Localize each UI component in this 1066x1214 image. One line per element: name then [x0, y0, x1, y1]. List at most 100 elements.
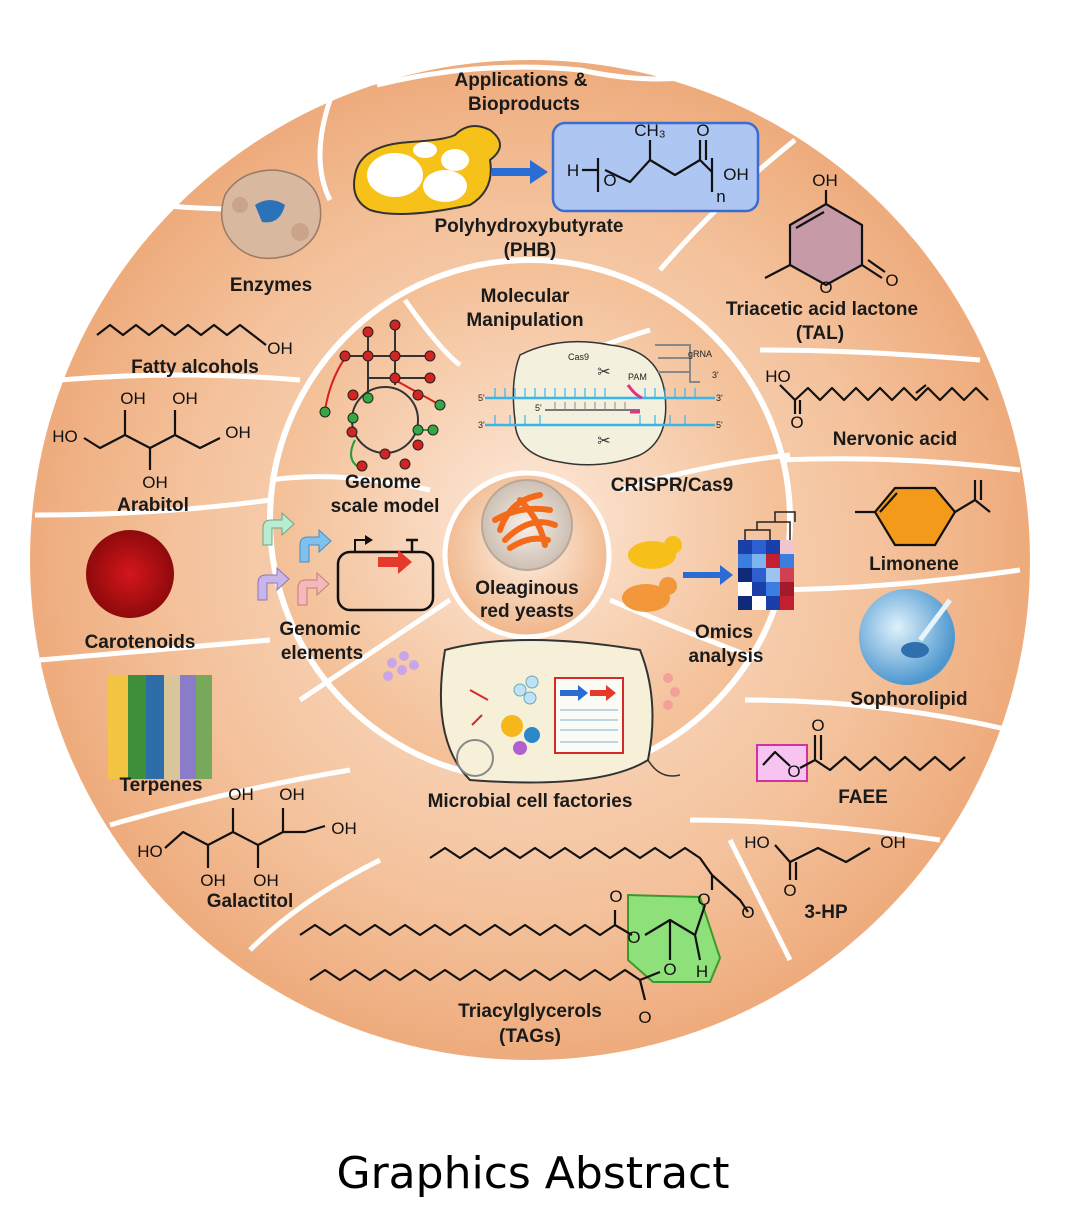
galactitol-label: Galactitol — [207, 891, 294, 912]
arabitol-oh3: OH — [225, 423, 251, 442]
phb-ch3: CH₃ — [634, 121, 665, 140]
sophorolipid-label: Sophorolipid — [850, 689, 967, 710]
tags-line2: (TAGs) — [499, 1026, 561, 1047]
arabitol-structure — [83, 410, 221, 470]
applications-line1: Applications & — [454, 70, 587, 91]
plasmid-cassette-icon — [336, 535, 435, 612]
enzyme-protein-icon — [220, 169, 322, 260]
phb-line2: (PHB) — [504, 240, 557, 261]
tag-o4: O — [741, 903, 754, 922]
phb-oh: OH — [723, 165, 749, 184]
3hp-oh: OH — [880, 833, 906, 852]
terpenes-label: Terpenes — [119, 775, 202, 796]
galactitol-oh4: OH — [200, 871, 226, 890]
limonene-structure — [855, 480, 991, 547]
galactitol-ho: HO — [137, 842, 163, 861]
tal-o-ring: O — [819, 278, 832, 297]
applications-line2: Bioproducts — [468, 94, 580, 115]
nervonic-label: Nervonic acid — [833, 429, 958, 450]
tag-o5: O — [663, 960, 676, 979]
center-label-line1: Oleaginous — [475, 578, 578, 599]
crispr-3prime-c: 3' — [712, 370, 719, 380]
3hp-o: O — [783, 881, 796, 900]
tag-o6: O — [638, 1008, 651, 1027]
faee-o1: O — [787, 762, 800, 781]
center-label-line2: red yeasts — [480, 601, 574, 622]
molecular-manipulation-line2: Manipulation — [466, 310, 583, 331]
omics-line1: Omics — [695, 622, 753, 643]
tal-line1: Triacetic acid lactone — [726, 299, 918, 320]
galactitol-oh2: OH — [279, 785, 305, 804]
crispr-cas9-tag: Cas9 — [568, 352, 589, 362]
svg-text:✂: ✂ — [597, 433, 610, 450]
phb-carbonyl-o: O — [696, 121, 709, 140]
genome-scale-model-network-icon — [319, 319, 446, 472]
phb-line1: Polyhydroxybutyrate — [435, 216, 624, 237]
petri-dish-image — [481, 479, 573, 571]
phb-structure-box — [551, 121, 760, 213]
phb-arrow-icon — [492, 160, 548, 184]
arabitol-label: Arabitol — [117, 495, 189, 516]
tag-o2: O — [627, 928, 640, 947]
arabitol-ho: HO — [52, 427, 78, 446]
limonene-label: Limonene — [869, 554, 959, 575]
tag-structure — [299, 846, 749, 1001]
tag-o1: O — [609, 887, 622, 906]
terpene-plants-image — [108, 675, 212, 779]
crispr-label: CRISPR/Cas9 — [611, 475, 734, 496]
faee-label: FAEE — [838, 787, 888, 808]
footer-title: Graphics Abstract — [336, 1148, 730, 1199]
galactitol-oh5: OH — [253, 871, 279, 890]
genome-scale-model-line1: Genome — [345, 472, 421, 493]
galactitol-oh1: OH — [228, 785, 254, 804]
microbial-label: Microbial cell factories — [428, 791, 633, 812]
omics-line2: analysis — [689, 646, 764, 667]
nervonic-acid-structure — [779, 384, 989, 414]
genome-scale-model-line2: scale model — [331, 496, 440, 517]
3hp-label: 3-HP — [804, 902, 848, 923]
galactitol-oh3: OH — [331, 819, 357, 838]
tal-line2: (TAL) — [796, 323, 844, 344]
crispr-5prime-a: 5' — [478, 393, 485, 403]
tag-h: H — [696, 962, 708, 981]
sophorolipid-image — [859, 589, 955, 685]
tal-structure — [764, 190, 886, 287]
carotenoid-powder-image — [86, 530, 174, 618]
crispr-3prime-a: 3' — [478, 420, 485, 430]
enzymes-label: Enzymes — [230, 275, 312, 296]
molecular-manipulation-line1: Molecular — [481, 286, 570, 307]
tag-o3: O — [697, 890, 710, 909]
tal-o-carbonyl: O — [885, 271, 898, 290]
yeast-cell-icon — [353, 125, 501, 215]
carotenoids-label: Carotenoids — [85, 632, 196, 653]
microbial-cell-factory-icon — [383, 639, 681, 784]
phb-h: H — [567, 161, 579, 180]
arabitol-oh4: OH — [142, 473, 168, 492]
phb-n: n — [716, 187, 725, 206]
crispr-5prime-c: 5' — [716, 420, 723, 430]
nervonic-o: O — [790, 413, 803, 432]
arabitol-oh2: OH — [172, 389, 198, 408]
crispr-grna-tag: gRNA — [688, 349, 712, 359]
tags-line1: Triacylglycerols — [458, 1001, 602, 1022]
3hp-ho: HO — [744, 833, 770, 852]
crispr-cas9-icon: ✂ ✂ — [485, 340, 715, 466]
omics-heatmap-icon — [622, 511, 796, 612]
faee-structure — [756, 735, 966, 782]
promoter-arrows-icon — [257, 511, 332, 606]
fatty-alcohol-oh: OH — [267, 339, 293, 358]
fatty-alcohols-label: Fatty alcohols — [131, 357, 259, 378]
crispr-pam-tag: PAM — [628, 372, 647, 382]
svg-text:✂: ✂ — [597, 364, 610, 381]
arabitol-oh1: OH — [120, 389, 146, 408]
genomic-elements-line2: elements — [281, 643, 363, 664]
nervonic-ho: HO — [765, 367, 791, 386]
fatty-alcohol-structure — [96, 323, 267, 346]
3hp-structure — [774, 844, 871, 880]
galactitol-structure — [164, 808, 326, 868]
faee-o2: O — [811, 716, 824, 735]
tal-oh: OH — [812, 171, 838, 190]
crispr-5prime-b: 5' — [535, 403, 542, 413]
crispr-3prime-b: 3' — [716, 393, 723, 403]
